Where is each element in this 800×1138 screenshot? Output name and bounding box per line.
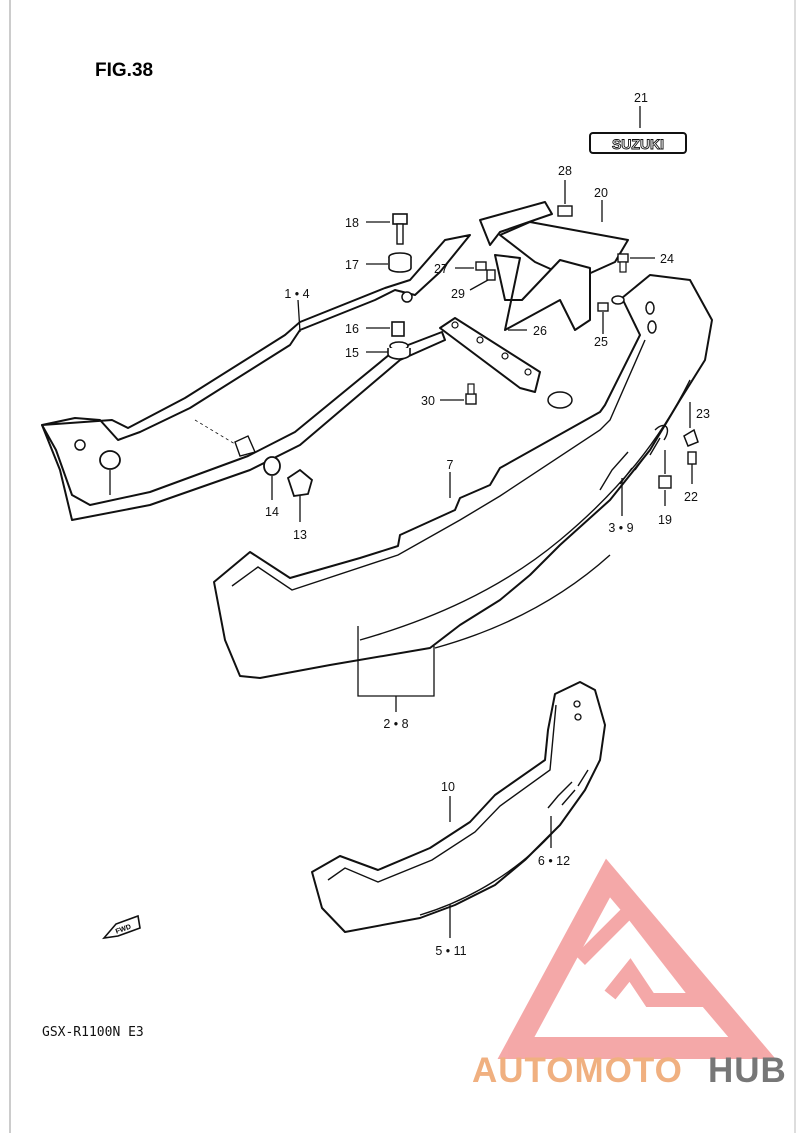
part-17-spacer	[388, 252, 412, 273]
part-13-clamp	[286, 468, 314, 497]
part-19-cushion	[658, 475, 672, 489]
watermark-text-automoto: AUTOMOTO	[472, 1051, 683, 1090]
callout-1-4: 1 • 4	[284, 287, 309, 301]
watermark-text-hub: HUB	[708, 1051, 787, 1090]
part-16-collar	[391, 321, 405, 337]
part-25-nut	[597, 302, 609, 312]
callout-19: 19	[658, 513, 672, 527]
part-29-screw	[486, 269, 496, 281]
model-code: GSX-R1100N E3	[42, 1025, 144, 1040]
callout-2-8: 2 • 8	[383, 717, 408, 731]
figure-title: FIG.38	[95, 60, 153, 81]
callout-30: 30	[421, 394, 435, 408]
fwd-arrow-icon: FWD	[102, 914, 141, 940]
rail-grommet	[99, 450, 121, 470]
callout-21: 21	[634, 91, 648, 105]
callout-16: 16	[345, 322, 359, 336]
part-26-plate	[439, 317, 541, 393]
part-22-screw	[687, 451, 697, 465]
callout-5-11: 5 • 11	[435, 944, 466, 958]
leader-1-4	[297, 299, 301, 333]
leader-29	[469, 279, 489, 291]
part-1-4-side-rail	[41, 234, 471, 521]
callout-22: 22	[684, 490, 698, 504]
callout-18: 18	[345, 216, 359, 230]
callout-29: 29	[451, 287, 465, 301]
part-20-rear-bracket	[479, 201, 629, 331]
watermark-triangle-icon	[497, 858, 776, 1059]
callout-25: 25	[594, 335, 608, 349]
callout-28: 28	[558, 164, 572, 178]
callout-24: 24	[660, 252, 674, 266]
part-14-cushion	[263, 456, 281, 476]
part-27-screw	[475, 261, 487, 271]
part-24-bolt	[617, 253, 629, 273]
callout-17: 17	[345, 258, 359, 272]
part-18-bolt	[392, 213, 408, 245]
part-7-tail-cover	[213, 274, 713, 679]
part-23-nut	[683, 428, 699, 447]
emblem-text: SUZUKI	[612, 136, 664, 152]
callout-14: 14	[265, 505, 279, 519]
callout-labels: 21 28 20 18 17 27 24 29 1 • 4 16 26 25 1…	[265, 91, 710, 958]
rail-clip	[234, 435, 256, 457]
part-30-bolt	[465, 383, 477, 405]
callout-6-12: 6 • 12	[538, 854, 570, 868]
callout-7: 7	[447, 458, 454, 472]
callout-10: 10	[441, 780, 455, 794]
part-15-grommet	[387, 341, 411, 360]
part-28-clip	[557, 205, 573, 217]
part-21-suzuki-emblem: SUZUKI	[589, 132, 687, 154]
part-10-lower-cover	[311, 681, 606, 933]
callout-23: 23	[696, 407, 710, 421]
callout-20: 20	[594, 186, 608, 200]
callout-26: 26	[533, 324, 547, 338]
dashed-guide	[194, 419, 236, 445]
watermark-m-icon	[575, 899, 715, 1007]
callout-27: 27	[434, 262, 448, 276]
callout-15: 15	[345, 346, 359, 360]
callout-3-9: 3 • 9	[608, 521, 633, 535]
watermark-logo	[497, 858, 776, 1059]
callout-13: 13	[293, 528, 307, 542]
